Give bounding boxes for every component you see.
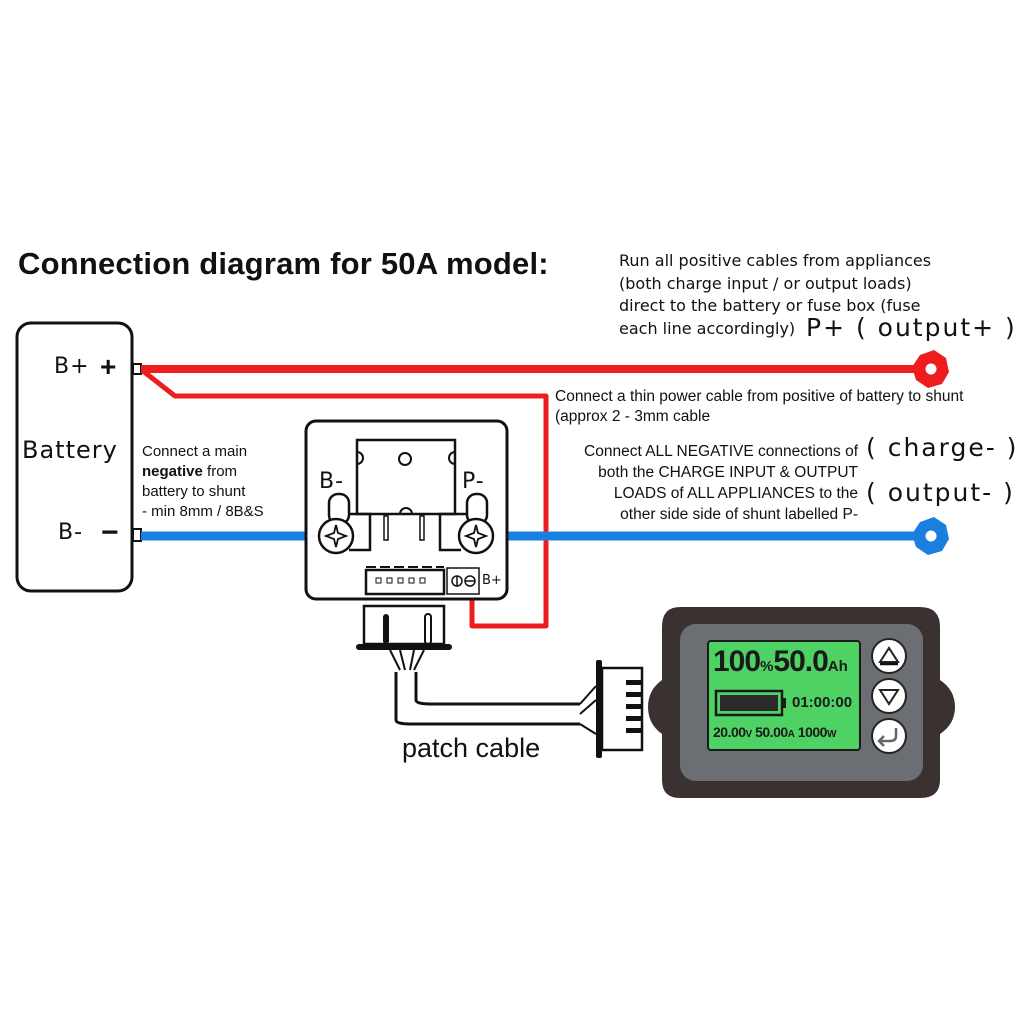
charge-minus-label: ( charge- ): [866, 433, 1019, 462]
note-text: from: [202, 463, 238, 480]
lcd-time: 01:00:00: [792, 694, 853, 711]
note-line: direct to the battery or fuse box (fuse: [619, 296, 921, 315]
battery-label: Battery: [22, 436, 118, 464]
shunt-b-minus-label: B-: [319, 469, 345, 494]
negative-connections-note: Connect ALL NEGATIVE connections of both…: [584, 441, 858, 525]
meter-up-button[interactable]: [871, 638, 907, 674]
up-arrow-icon: [878, 646, 900, 663]
shunt-data-connector: [364, 568, 446, 596]
note-line: Connect a main: [142, 443, 248, 460]
patch-cable-label: patch cable: [402, 733, 541, 763]
thin-positive-wire: [141, 369, 549, 629]
enter-arrow-icon: [877, 728, 898, 747]
lcd-power: 1000: [797, 724, 828, 740]
note-line: Connect ALL NEGATIVE connections of: [584, 443, 858, 460]
battery-negative-terminal: [132, 528, 142, 542]
lcd-voltage-unit: V: [745, 729, 753, 740]
positive-ring-hole: [925, 363, 937, 375]
battery-positive-terminal: [132, 363, 142, 375]
note-line: negative from: [142, 462, 264, 482]
p-plus-output-label: P+ ( output+ ): [806, 313, 1017, 342]
note-bold: negative: [142, 463, 203, 480]
battery-pos-label: B+: [54, 354, 90, 379]
lcd-capacity-unit: Ah: [827, 658, 848, 675]
note-line: other side side of shunt labelled P-: [620, 506, 858, 523]
shunt-resistor-block: [355, 438, 457, 516]
note-line: each line accordingly): [619, 318, 796, 338]
note-line: both the CHARGE INPUT & OUTPUT: [598, 464, 858, 481]
shunt-board: [304, 419, 509, 601]
note-line: - min 8mm / 8B&S: [142, 503, 264, 520]
patch-cable: [394, 672, 580, 726]
note-line: (approx 2 - 3mm cable: [555, 408, 711, 425]
shunt-patch-plug: [356, 604, 452, 671]
lcd-current-unit: A: [787, 729, 795, 740]
lcd-screen: [707, 640, 861, 751]
thin-cable-note: Connect a thin power cable from positive…: [555, 387, 963, 427]
lcd-percent-unit: %: [760, 658, 774, 675]
positive-cables-note: Run all positive cables from appliances …: [619, 250, 931, 340]
down-arrow-icon: [878, 689, 900, 706]
lcd-voltage: 20.00: [713, 724, 746, 740]
battery-body: [15, 321, 134, 593]
note-line: Run all positive cables from appliances: [619, 251, 932, 270]
meter-patch-plug: [596, 660, 644, 758]
minus-icon: −: [101, 516, 119, 549]
shunt-b-plus-label: B+: [482, 573, 502, 588]
note-line: LOADS of ALL APPLIANCES to the: [613, 485, 858, 502]
battery-neg-label: B-: [58, 520, 84, 545]
plus-icon: +: [100, 351, 117, 382]
note-line: battery to shunt: [142, 483, 246, 500]
lcd-current: 50.00: [755, 724, 788, 740]
lcd-power-unit: W: [826, 729, 836, 740]
lcd-capacity-value: 50.0: [773, 645, 828, 678]
main-negative-note: Connect a main negative from battery to …: [142, 442, 264, 522]
output-minus-label: ( output- ): [866, 478, 1015, 507]
lcd-bottom-row: 20.00V 50.00A 1000W: [713, 724, 836, 740]
lcd-top-row: 100%50.0Ah: [713, 645, 848, 679]
page-title: Connection diagram for 50A model:: [18, 246, 549, 281]
note-line: (both charge input / or output loads): [619, 273, 912, 293]
note-line: Connect a thin power cable from positive…: [555, 388, 964, 405]
meter-enter-button[interactable]: [871, 718, 907, 754]
negative-ring-hole: [925, 530, 937, 542]
meter-down-button[interactable]: [871, 678, 907, 714]
shunt-p-minus-label: P-: [462, 469, 485, 494]
lcd-percent-value: 100: [713, 645, 761, 678]
